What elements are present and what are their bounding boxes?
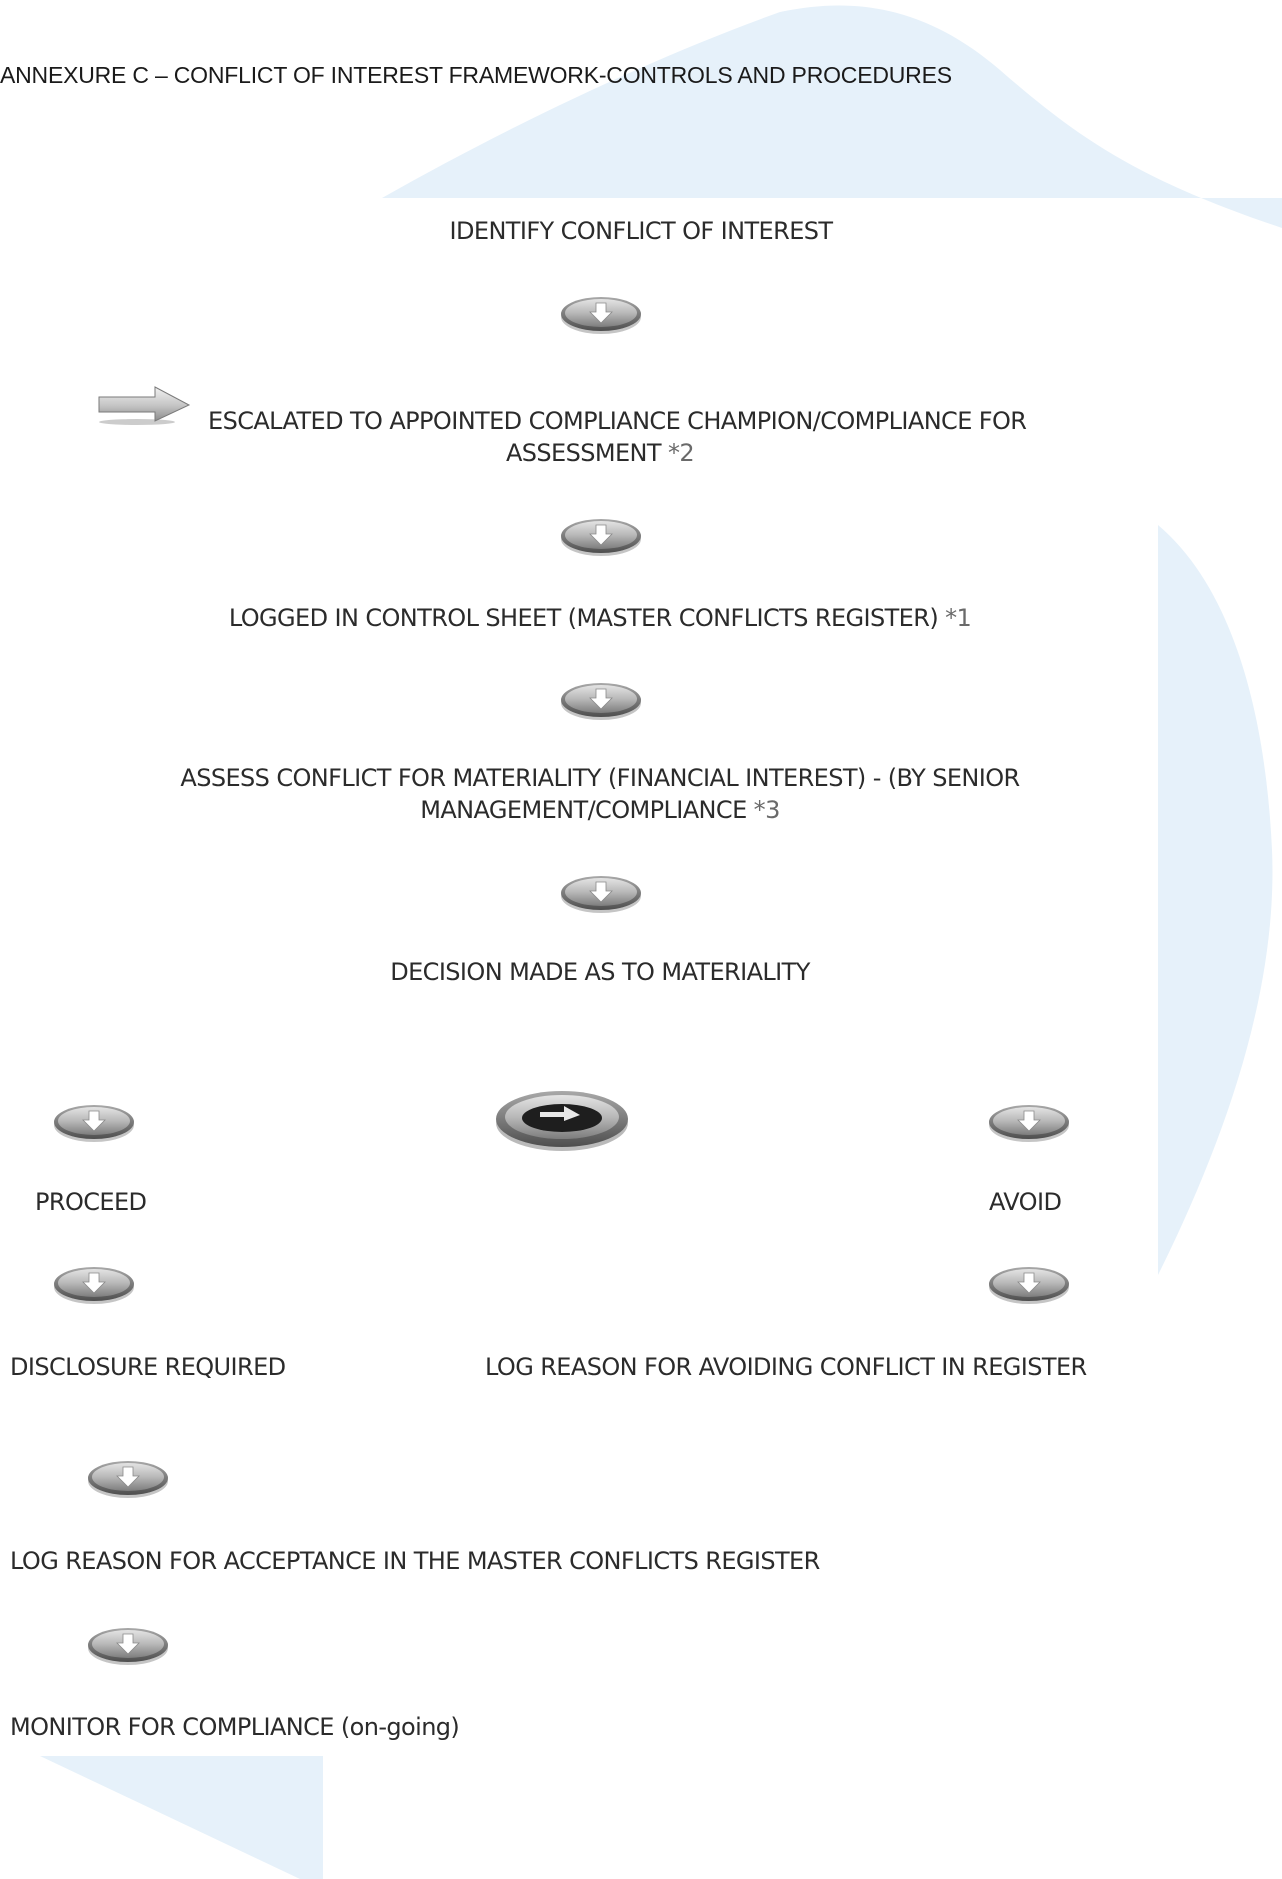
step-disclosure: DISCLOSURE REQUIRED: [10, 1353, 286, 1381]
step-logged-text: LOGGED IN CONTROL SHEET (MASTER CONFLICT…: [228, 604, 939, 632]
down-arrow-icon: [559, 678, 643, 722]
down-arrow-icon: [52, 1262, 136, 1306]
step-log-avoid: LOG REASON FOR AVOIDING CONFLICT IN REGI…: [485, 1353, 1087, 1381]
step-decision: DECISION MADE AS TO MATERIALITY: [390, 958, 810, 986]
right-arrow-icon: [98, 386, 191, 425]
down-arrow-icon: [987, 1262, 1071, 1306]
page-title: ANNEXURE C – CONFLICT OF INTEREST FRAMEW…: [0, 62, 952, 88]
footnote-ref: *1: [945, 604, 972, 632]
footnote-ref: *2: [667, 439, 695, 467]
down-arrow-icon: [86, 1456, 170, 1500]
down-arrow-icon: [559, 871, 643, 915]
branch-proceed: PROCEED: [35, 1188, 147, 1216]
step-escalate-line1: ESCALATED TO APPOINTED COMPLIANCE CHAMPI…: [208, 407, 1027, 435]
step-assess-text: MANAGEMENT/COMPLIANCE: [420, 796, 747, 824]
down-arrow-icon: [52, 1100, 136, 1144]
step-log-accept: LOG REASON FOR ACCEPTANCE IN THE MASTER …: [10, 1547, 820, 1575]
top-right-shape: [382, 5, 1282, 229]
step-escalate-line2: ASSESSMENT *2: [0, 438, 1200, 469]
step-assess-line1: ASSESS CONFLICT FOR MATERIALITY (FINANCI…: [180, 764, 1020, 792]
right-side-shape: [1158, 525, 1273, 1275]
down-arrow-icon: [86, 1623, 170, 1667]
bottom-left-shape: [40, 1756, 323, 1879]
down-arrow-icon: [559, 292, 643, 336]
step-escalate-text: ASSESSMENT: [505, 439, 662, 467]
footnote-ref: *3: [753, 796, 781, 824]
down-arrow-icon: [987, 1100, 1071, 1144]
branch-avoid: AVOID: [989, 1188, 1062, 1216]
step-logged: LOGGED IN CONTROL SHEET (MASTER CONFLICT…: [0, 603, 1200, 634]
step-assess-line2: MANAGEMENT/COMPLIANCE *3: [0, 795, 1200, 826]
swap-arrows-icon: [496, 1091, 628, 1151]
step-identify: IDENTIFY CONFLICT OF INTEREST: [449, 217, 834, 245]
down-arrow-icon: [559, 514, 643, 558]
step-monitor: MONITOR FOR COMPLIANCE (on-going): [10, 1713, 460, 1741]
